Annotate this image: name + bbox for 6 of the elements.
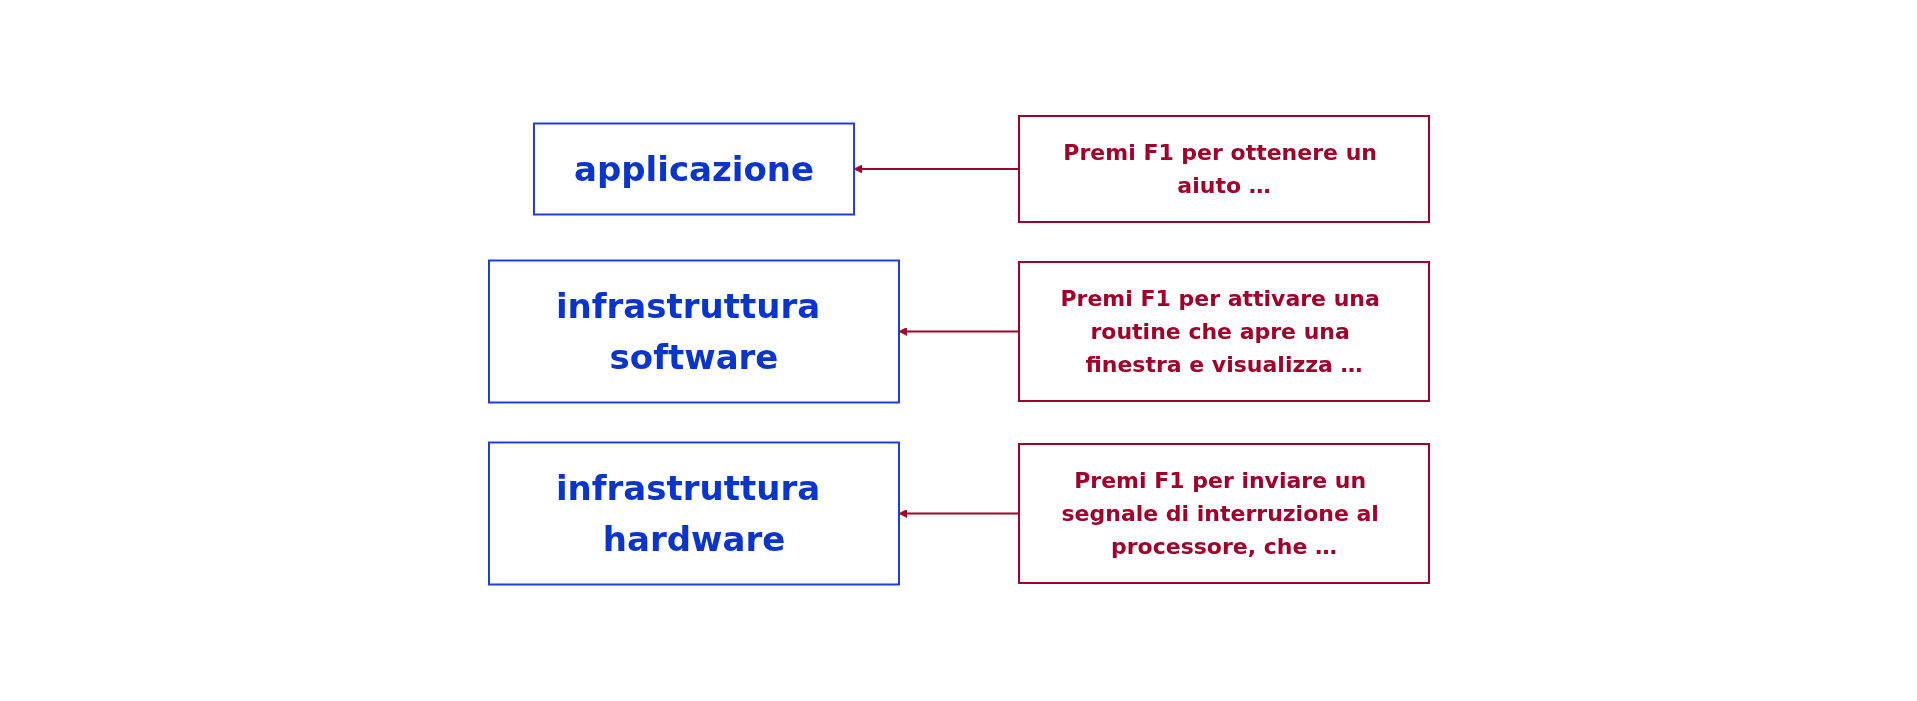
node-box: infrastruttura software [487, 259, 900, 404]
node-box: Premi F1 per ottenere un aiuto … [1017, 115, 1430, 224]
node-box: Premi F1 per attivare una routine che apre una finestra e visualizza … [1017, 261, 1430, 403]
node-box: applicazione [532, 122, 855, 216]
node-box: infrastruttura hardware [487, 441, 900, 586]
node-box: Premi F1 per inviare un segnale di interruzione al processore, che … [1017, 443, 1430, 585]
